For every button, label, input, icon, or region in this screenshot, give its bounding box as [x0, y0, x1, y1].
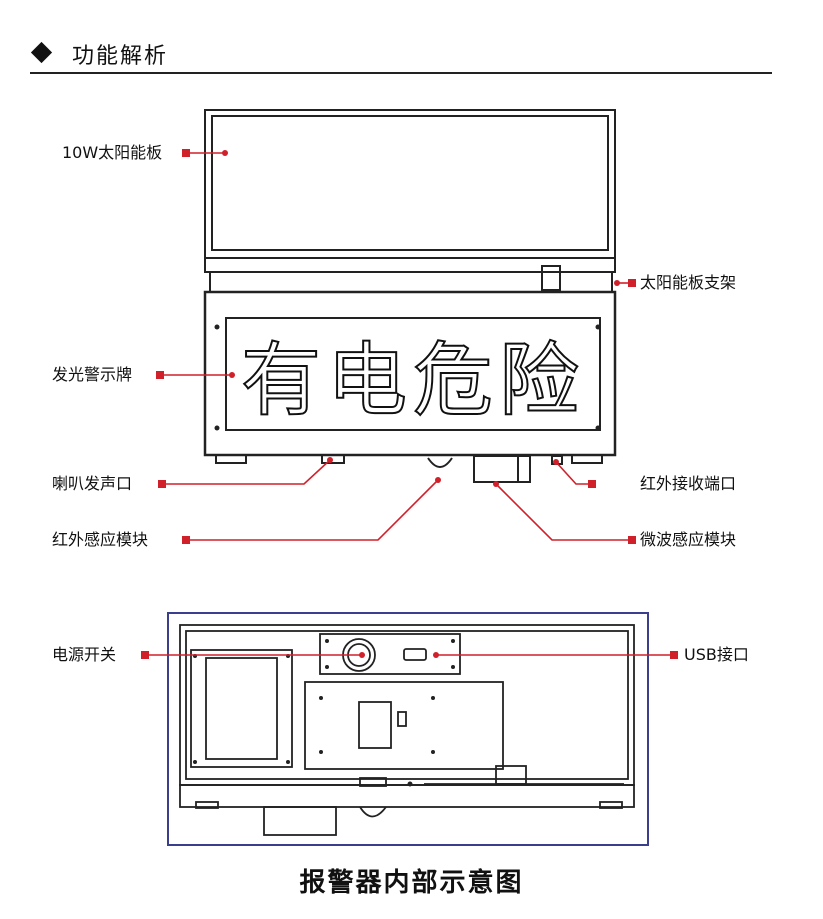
foot-left [215, 454, 247, 464]
bracket-bolt [541, 265, 561, 291]
label-usb: USB接口 [684, 645, 749, 664]
inner-bottom [179, 784, 635, 808]
usb-port [403, 648, 427, 661]
warning-sign-text: 有电危险 [240, 333, 585, 428]
foot-right [571, 454, 603, 464]
chip [358, 701, 392, 749]
sign-window [225, 317, 601, 431]
label-speaker: 喇叭发声口 [52, 474, 133, 493]
label-ir-port: 红外接收端口 [640, 474, 737, 493]
microwave-box [473, 455, 531, 483]
label-power-switch: 电源开关 [52, 645, 117, 664]
label-light-sign: 发光警示牌 [52, 365, 133, 384]
solar-panel-inner [211, 115, 609, 251]
section-header: 功能解析 [30, 38, 772, 74]
pcb-board [304, 681, 504, 770]
diagram-caption: 报警器内部示意图 [299, 868, 524, 898]
battery-plate [190, 649, 293, 768]
solar-panel-frame [204, 109, 616, 259]
inner-frame-outline [167, 612, 649, 846]
ir-dome [427, 457, 453, 468]
label-microwave: 微波感应模块 [640, 530, 737, 549]
foot-left2 [321, 454, 345, 464]
label-solar-bracket: 太阳能板支架 [640, 273, 737, 292]
section-title: 功能解析 [72, 44, 169, 69]
switch-plate [319, 633, 461, 675]
solar-panel-base [204, 257, 616, 273]
label-ir-sensor: 红外感应模块 [52, 530, 149, 549]
label-solar-panel: 10W太阳能板 [62, 143, 163, 162]
sign-box [203, 290, 617, 457]
